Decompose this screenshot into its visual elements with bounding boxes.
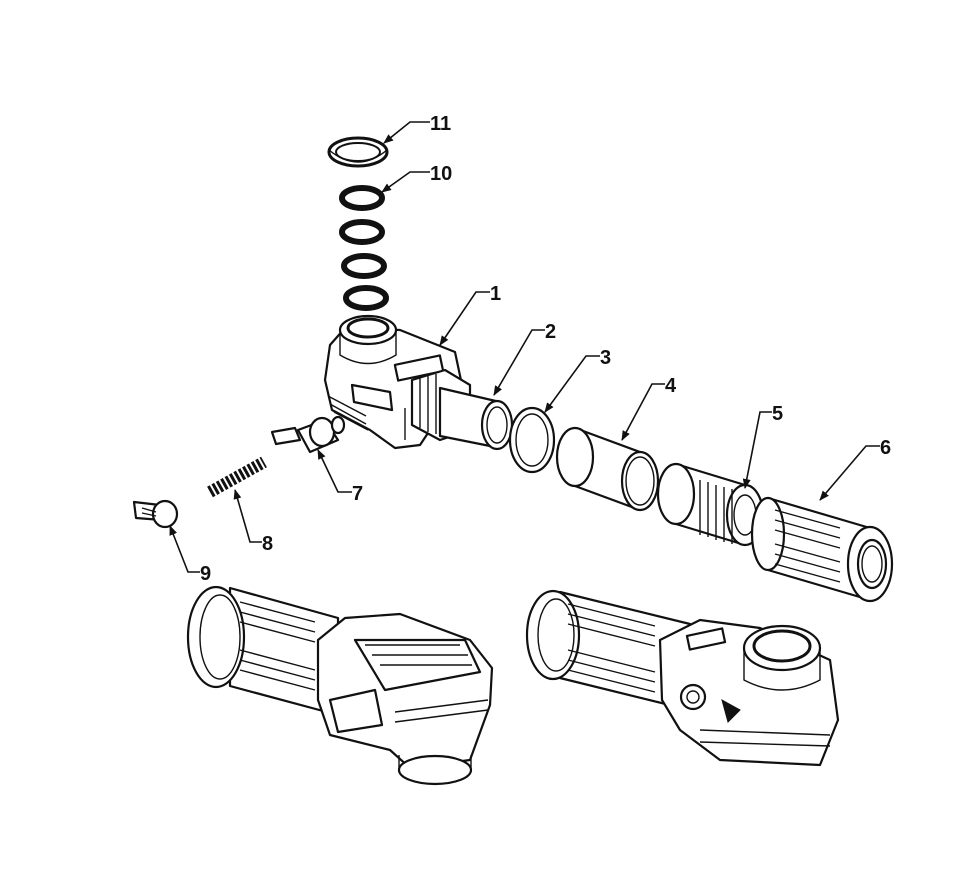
callout-4: 4 (665, 375, 677, 397)
callout-labels: 11 10 1 2 3 4 5 6 7 8 9 (200, 113, 891, 585)
leader-10 (381, 171, 430, 193)
part-4-sleeve (555, 426, 660, 512)
leader-9 (169, 525, 200, 573)
part-9-valve (132, 499, 179, 529)
leader-5 (742, 411, 772, 489)
part-3-gasket (508, 406, 556, 474)
callout-9: 9 (200, 563, 211, 585)
leader-lines (169, 121, 880, 573)
leader-4 (621, 383, 665, 441)
part-6-cap (750, 496, 894, 603)
assembled-view-right (525, 589, 840, 767)
part-2-tube (438, 386, 514, 451)
part-7-lever (270, 415, 346, 454)
leader-3 (544, 355, 600, 413)
leader-6 (819, 445, 880, 501)
callout-7: 7 (352, 483, 363, 505)
callout-6: 6 (880, 437, 891, 459)
leader-11 (383, 121, 430, 144)
callout-8: 8 (262, 533, 273, 555)
callout-5: 5 (772, 403, 783, 425)
leader-7 (317, 449, 352, 493)
leader-8 (233, 489, 262, 543)
callout-1: 1 (490, 283, 501, 305)
callout-11: 11 (430, 113, 451, 135)
part-10-o-rings (339, 185, 389, 311)
leader-1 (439, 291, 490, 346)
callout-3: 3 (600, 347, 611, 369)
callout-10: 10 (430, 163, 452, 185)
part-8-spring (207, 456, 267, 498)
assembled-view-left (186, 585, 494, 786)
leader-2 (493, 329, 545, 396)
callout-2: 2 (545, 321, 556, 343)
part-5-filter (656, 462, 765, 547)
part-11-ring (327, 136, 389, 168)
